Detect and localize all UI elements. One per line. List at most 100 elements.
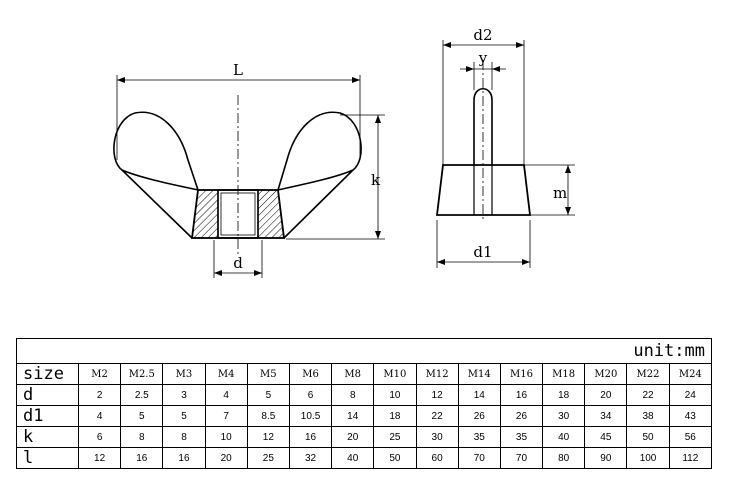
value-cell: 5 — [162, 405, 206, 427]
value-cell: 50 — [626, 426, 670, 448]
size-cell: M2.5 — [120, 363, 164, 385]
value-cell: 16 — [120, 447, 164, 469]
value-cell: 90 — [584, 447, 628, 469]
size-cell: M18 — [542, 363, 586, 385]
value-cell: 45 — [584, 426, 628, 448]
value-cell: 2 — [77, 384, 122, 406]
wing-nut-technical-drawing: L k d d2 y — [113, 26, 575, 278]
value-cell: 8 — [331, 384, 375, 406]
value-cell: 60 — [415, 447, 459, 469]
value-cell: 20 — [331, 426, 375, 448]
value-cell: 2.5 — [120, 384, 164, 406]
value-cell: 30 — [415, 426, 459, 448]
value-cell: 26 — [499, 405, 544, 427]
size-cell: M6 — [288, 363, 333, 385]
dim-d2-text: d2 — [473, 26, 492, 44]
value-cell: 56 — [668, 426, 713, 448]
value-cell: 8 — [120, 426, 164, 448]
value-cell: 35 — [457, 426, 501, 448]
value-cell: 20 — [204, 447, 248, 469]
unit-label: unit:mm — [16, 338, 712, 364]
value-cell: 5 — [246, 384, 290, 406]
value-cell: 70 — [499, 447, 544, 469]
size-cell: M14 — [457, 363, 501, 385]
size-cell: M16 — [499, 363, 544, 385]
value-cell: 12 — [246, 426, 290, 448]
wing-blade — [473, 87, 493, 165]
value-cell: 6 — [77, 426, 122, 448]
value-cell: 16 — [162, 447, 206, 469]
front-view: L k d — [113, 61, 385, 278]
value-cell: 10 — [204, 426, 248, 448]
value-cell: 14 — [457, 384, 501, 406]
dim-y-label: y — [478, 49, 488, 67]
size-row-label: size — [16, 363, 79, 385]
row-label: d1 — [16, 405, 79, 427]
size-cell: M3 — [162, 363, 206, 385]
dim-d1-label: d1 — [473, 243, 492, 261]
size-cell: M2 — [77, 363, 122, 385]
value-cell: 6 — [288, 384, 333, 406]
size-cell: M24 — [668, 363, 713, 385]
value-cell: 30 — [542, 405, 586, 427]
value-cell: 7 — [204, 405, 248, 427]
side-view: d2 y m d1 — [435, 26, 575, 268]
value-cell: 5 — [120, 405, 164, 427]
row-label: k — [16, 426, 79, 448]
value-cell: 18 — [542, 384, 586, 406]
size-cell: M12 — [415, 363, 459, 385]
value-cell: 4 — [204, 384, 248, 406]
value-cell: 34 — [584, 405, 628, 427]
size-cell: M22 — [626, 363, 670, 385]
value-cell: 12 — [415, 384, 459, 406]
dim-m-label: m — [553, 184, 567, 202]
size-cell: M20 — [584, 363, 628, 385]
value-cell: 22 — [415, 405, 459, 427]
value-cell: 50 — [373, 447, 417, 469]
value-cell: 3 — [162, 384, 206, 406]
row-label: l — [16, 447, 79, 469]
value-cell: 10 — [373, 384, 417, 406]
value-cell: 4 — [77, 405, 122, 427]
value-cell: 8 — [162, 426, 206, 448]
value-cell: 20 — [584, 384, 628, 406]
size-cell: M4 — [204, 363, 248, 385]
size-cell: M5 — [246, 363, 290, 385]
value-cell: 18 — [373, 405, 417, 427]
value-cell: 25 — [246, 447, 290, 469]
value-cell: 25 — [373, 426, 417, 448]
value-cell: 16 — [288, 426, 333, 448]
value-cell: 16 — [499, 384, 544, 406]
size-cell: M8 — [331, 363, 375, 385]
value-cell: 100 — [626, 447, 670, 469]
value-cell: 43 — [668, 405, 713, 427]
value-cell: 38 — [626, 405, 670, 427]
value-cell: 8.5 — [246, 405, 290, 427]
size-cell: M10 — [373, 363, 417, 385]
value-cell: 40 — [331, 447, 375, 469]
base-outline — [435, 164, 532, 216]
right-wing-outline — [277, 111, 362, 191]
value-cell: 80 — [542, 447, 586, 469]
value-cell: 32 — [288, 447, 333, 469]
dim-d-label: d — [233, 254, 243, 272]
value-cell: 112 — [668, 447, 713, 469]
value-cell: 24 — [668, 384, 713, 406]
value-cell: 14 — [331, 405, 375, 427]
value-cell: 35 — [499, 426, 544, 448]
left-wing-outline — [113, 111, 199, 191]
value-cell: 70 — [457, 447, 501, 469]
value-cell: 26 — [457, 405, 501, 427]
value-cell: 10.5 — [288, 405, 333, 427]
dim-L-label: L — [233, 61, 243, 79]
value-cell: 40 — [542, 426, 586, 448]
dim-k-label: k — [371, 171, 381, 189]
value-cell: 12 — [77, 447, 122, 469]
